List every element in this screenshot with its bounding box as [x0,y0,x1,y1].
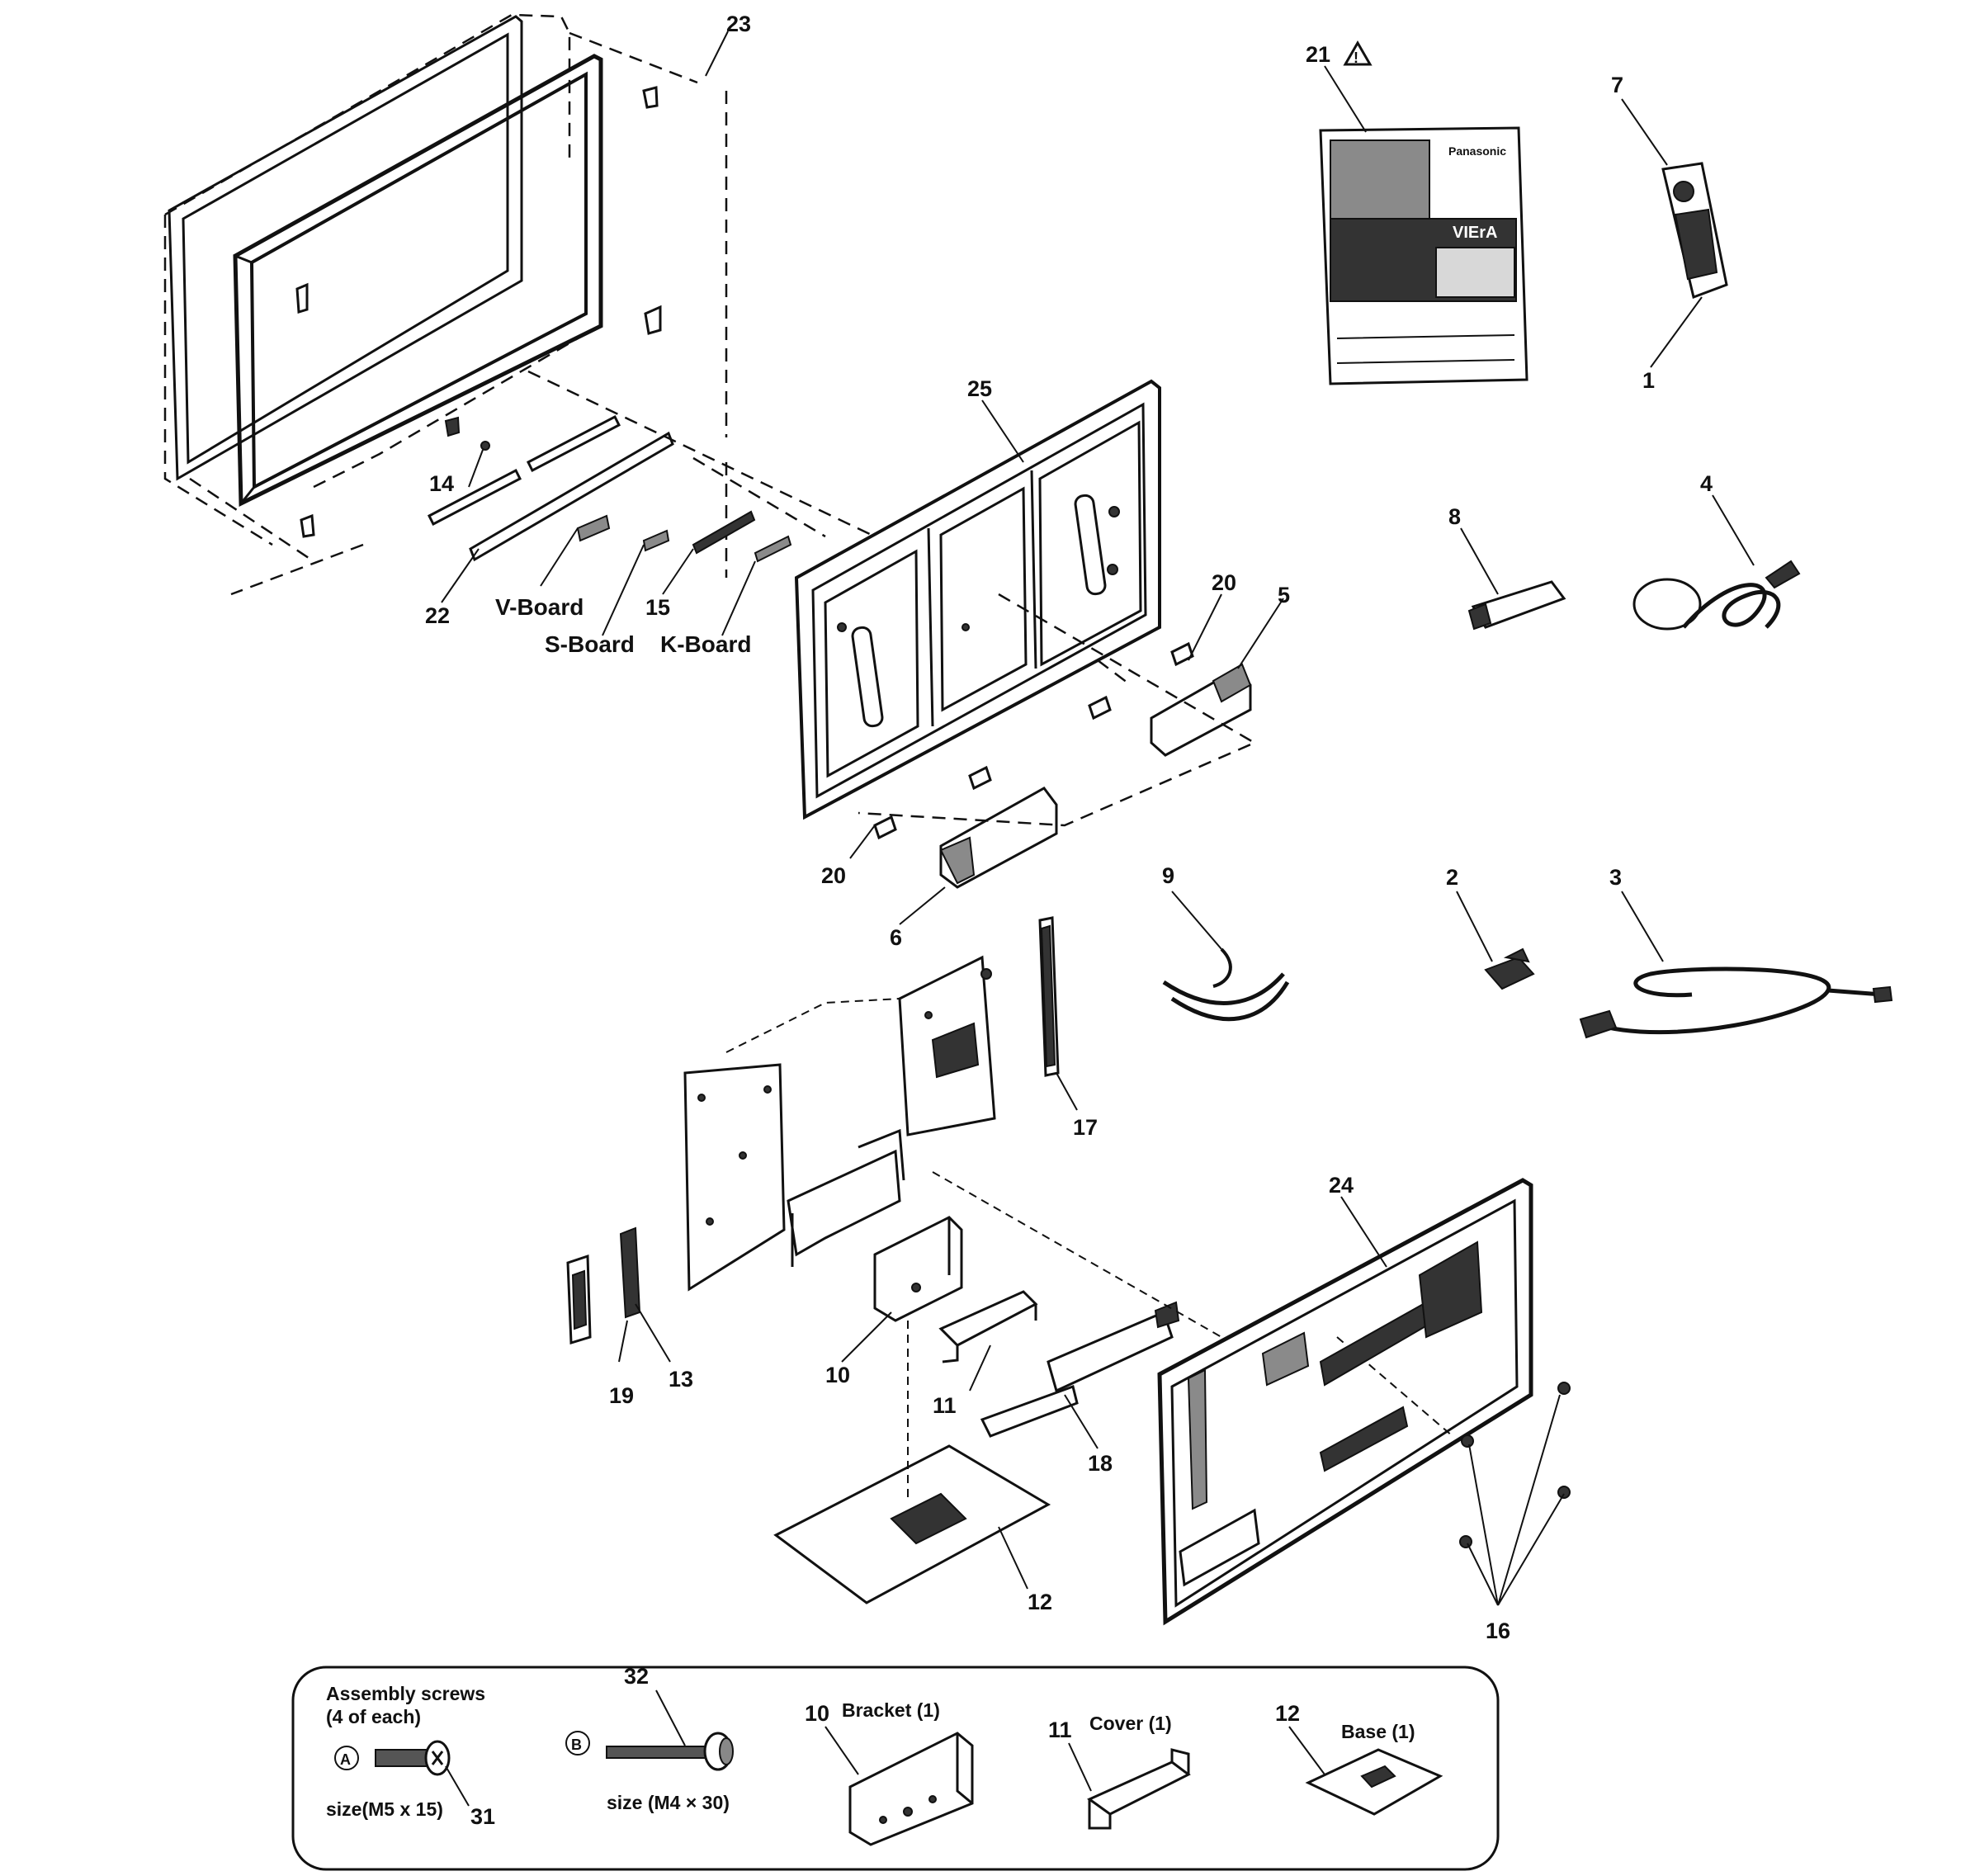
label-2: 2 [1446,865,1458,890]
label-20-top: 20 [1212,570,1236,595]
label-9: 9 [1162,863,1174,888]
operating-manual: Panasonic VIErA [1319,126,1528,385]
terminal-cover-19 [566,1254,592,1344]
label-17: 17 [1073,1115,1098,1140]
rear-chassis-frame [794,379,1161,820]
cable-tie-bundle [1162,947,1290,1022]
terminal-board-13 [619,1226,641,1319]
label-14: 14 [429,471,454,496]
label-5: 5 [1278,583,1290,607]
screw-a-icon [375,1740,451,1776]
rear-cover-screws [1459,1382,1571,1548]
manual-brand-text: Panasonic [1448,144,1506,158]
screw-b-icon [606,1732,734,1771]
assembly-legend: Assembly screws (4 of each) A 31 size(M5… [291,1664,1500,1871]
stand-base-12 [773,1444,1051,1604]
speaker-left [873,765,1058,889]
legend-base: Base (1) [1341,1721,1415,1742]
size-a: size(M5 x 15) [326,1798,443,1820]
legend-32: 32 [624,1664,649,1689]
legend-cover: Cover (1) [1089,1713,1172,1734]
remote-control [1661,162,1728,300]
label-11: 11 [933,1393,957,1418]
label-22: 22 [425,603,450,628]
svg-text:!: ! [1354,50,1358,66]
legend-bracket: Bracket (1) [842,1699,940,1721]
label-19: 19 [609,1383,634,1408]
label-k-board: K-Board [660,631,751,657]
label-1: 1 [1642,368,1655,393]
label-7: 7 [1611,73,1623,97]
front-glass-panel [163,13,571,546]
base-icon [1305,1748,1443,1816]
label-v-board: V-Board [495,594,584,620]
label-16: 16 [1486,1618,1510,1643]
rear-cover [1157,1178,1533,1626]
label-3: 3 [1609,865,1622,890]
size-b: size (M4 × 30) [607,1792,730,1813]
power-cord [1579,966,1893,1039]
legend-11: 11 [1048,1718,1072,1742]
label-10: 10 [825,1363,850,1387]
label-6: 6 [890,925,902,950]
manual-product-text: VIErA [1453,224,1497,242]
label-18: 18 [1088,1451,1113,1476]
legend-title: Assembly screws [326,1683,485,1704]
wireless-usb-adapter [1467,580,1566,631]
legend-31: 31 [470,1804,495,1829]
marker-a: A [340,1751,351,1768]
caution-triangle-icon: ! [1343,40,1373,66]
bottom-bracket-18 [980,1301,1180,1438]
stand-cover-11 [938,1290,1038,1363]
label-25: 25 [967,376,992,401]
glass-guide-dashed [569,31,728,578]
legend-10: 10 [805,1701,829,1726]
cover-icon [1087,1748,1191,1830]
label-24: 24 [1329,1173,1354,1198]
circuit-board-bracket-17 [1038,916,1060,1077]
label-15: 15 [645,595,670,620]
leader-lines [441,31,1755,1606]
marker-b: B [571,1737,582,1753]
stand-bracket-10 [873,1216,963,1322]
power-plug-adapter [1484,947,1535,990]
power-circuit-board [683,1063,786,1292]
front-bezel-frame [233,54,662,538]
board-cluster [428,414,792,563]
board-bracket-metal [787,1128,905,1267]
label-8: 8 [1448,504,1461,529]
label-21: 21 [1306,42,1330,67]
label-12: 12 [1028,1590,1052,1614]
label-20-bottom: 20 [821,863,846,888]
cable-with-cd [1632,560,1801,631]
label-13: 13 [669,1367,693,1392]
main-circuit-board [898,955,996,1136]
label-4: 4 [1700,471,1713,496]
legend-12: 12 [1275,1701,1300,1726]
label-s-board: S-Board [545,631,635,657]
legend-subtitle: (4 of each) [326,1706,421,1727]
bracket-icon [848,1732,974,1846]
part-number-labels: 23 21 7 1 8 4 25 20 5 14 22 15 V-Board S… [425,12,1713,1643]
label-23: 23 [726,12,751,36]
